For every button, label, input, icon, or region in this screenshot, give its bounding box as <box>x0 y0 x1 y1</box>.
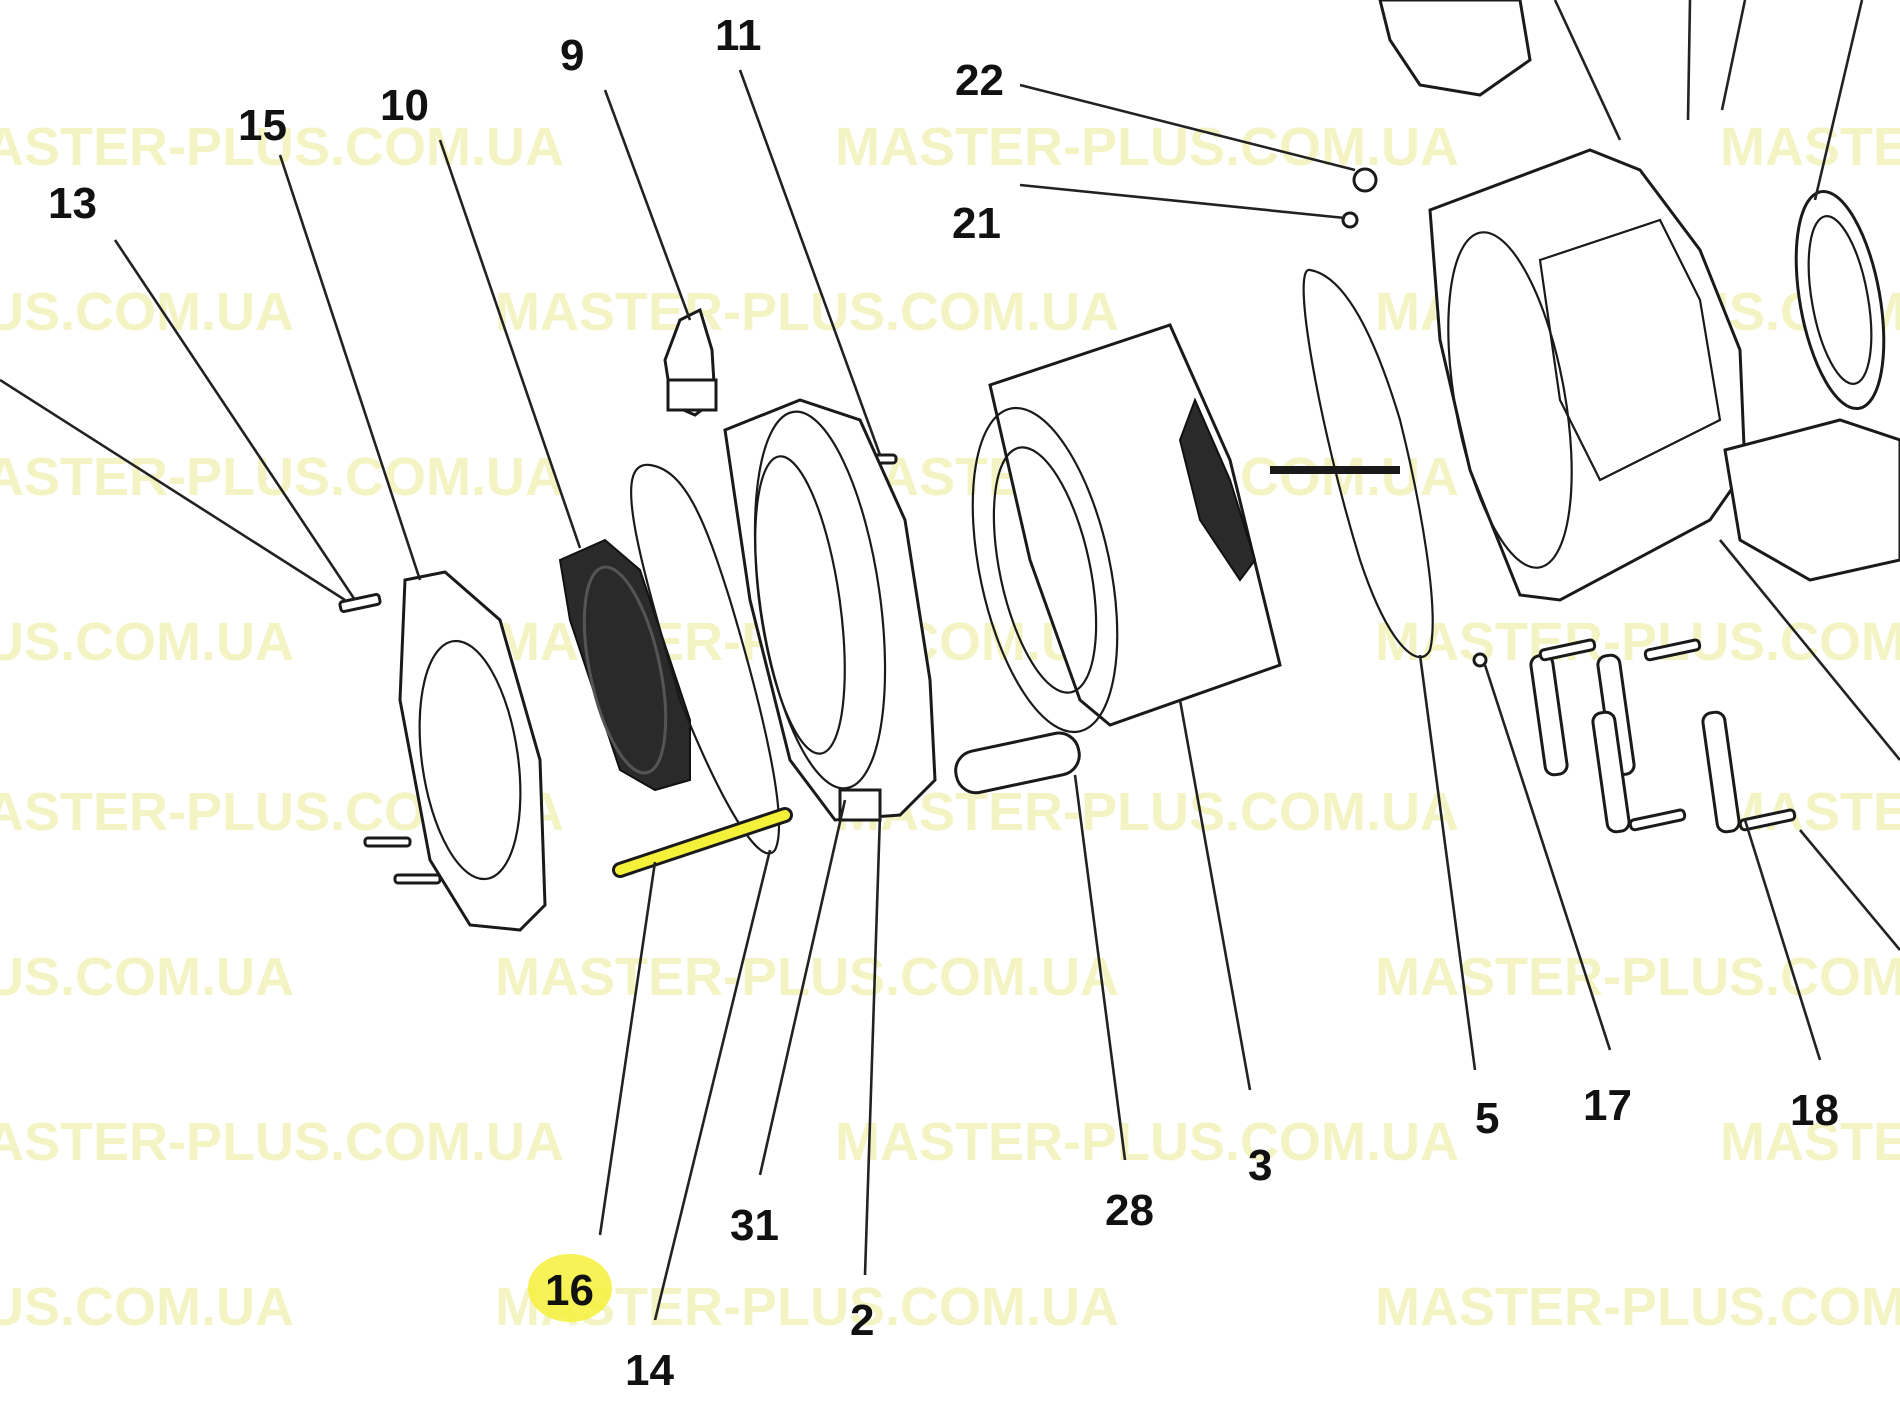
watermark: MASTER-PLUS.COM.UA <box>0 282 294 342</box>
part-17-screw <box>1472 652 1488 668</box>
part-motor <box>1723 418 1900 582</box>
watermark: MASTER-PLUS.COM.UA <box>0 117 564 177</box>
leader-lines <box>0 0 1900 1321</box>
leader-line-2 <box>863 814 882 1276</box>
leader-line-28 <box>1073 774 1127 1161</box>
watermark: MASTER-PLUS.COM.UA <box>1375 612 1900 672</box>
watermark: MASTER-PLUS.COM.UA <box>0 947 294 1007</box>
part-31-front-tub <box>723 398 937 822</box>
watermark: MASTER-PLUS.COM.UA <box>835 782 1459 842</box>
leader-line-top-c <box>1720 0 1747 111</box>
part-22-bolt <box>1352 167 1378 193</box>
watermark: MASTER-PLUS.COM.UA <box>835 1112 1459 1172</box>
part-16-highlighted-part <box>612 807 793 878</box>
leader-line-5 <box>1418 654 1477 1071</box>
leader-line-left <box>0 378 346 602</box>
leader-line-top-b <box>1686 0 1692 121</box>
callout-11: 11 <box>715 11 762 60</box>
leader-line-17 <box>1483 664 1612 1051</box>
watermark: MASTER-PLUS.COM.UA <box>1720 1112 1900 1172</box>
part-rear-tub <box>1428 148 1747 602</box>
callout-2: 2 <box>850 1296 874 1345</box>
part-pulley <box>1794 189 1886 411</box>
callout-16: 16 <box>545 1266 594 1315</box>
leader-line-15 <box>278 154 422 581</box>
callout-5: 5 <box>1475 1094 1499 1143</box>
part-21-washer <box>1341 211 1359 229</box>
watermark: MASTER-PLUS.COM.UA <box>495 947 1119 1007</box>
part-10-door-bellows <box>558 538 691 792</box>
leader-line-22 <box>1019 83 1356 172</box>
parts-drawing <box>338 0 1900 932</box>
callout-14: 14 <box>625 1346 674 1395</box>
callout-9: 9 <box>560 31 584 80</box>
callout-21: 21 <box>952 199 1001 248</box>
part-13-screw <box>338 593 382 613</box>
watermark: MASTER-PLUS.COM.UA <box>0 1277 294 1337</box>
watermark: MASTER-PLUS.COM.UA <box>0 612 294 672</box>
part-top-bracket <box>1378 0 1532 97</box>
leader-line-9 <box>603 89 692 321</box>
watermark: MASTER-PLUS.COM.UA <box>0 1112 564 1172</box>
watermark: MASTER-PLUS.COM.UA <box>835 117 1459 177</box>
callout-3: 3 <box>1248 1141 1272 1190</box>
leader-line-31 <box>758 799 847 1176</box>
part-9-valve <box>663 307 718 417</box>
watermark: MASTER-PLUS.COM.UA <box>1720 117 1900 177</box>
callout-10: 10 <box>380 81 429 130</box>
leader-line-3 <box>1178 699 1252 1091</box>
leader-line-top-a <box>1553 0 1622 141</box>
watermark: MASTER-PLUS.COM.UA <box>1375 947 1900 1007</box>
callout-labels: 9 10 11 13 15 21 22 16 14 31 2 28 3 5 17… <box>48 11 1839 1395</box>
leader-line-right-b <box>1799 829 1900 951</box>
callout-16-highlight <box>528 1254 612 1322</box>
leader-line-18 <box>1743 819 1822 1061</box>
watermark: MASTER-PLUS.COM.UA <box>495 282 1119 342</box>
leader-line-21 <box>1019 183 1346 220</box>
callout-15: 15 <box>238 101 287 150</box>
callout-17: 17 <box>1583 1081 1632 1130</box>
part-14-gasket-ring <box>630 463 781 855</box>
leader-line-14 <box>653 849 772 1321</box>
callout-28: 28 <box>1105 1186 1154 1235</box>
leader-line-10 <box>438 139 582 549</box>
leader-line-16 <box>598 861 657 1236</box>
leader-line-11 <box>738 69 882 456</box>
watermark: MASTER-PLUS.COM.UA <box>1720 782 1900 842</box>
leader-line-right-a <box>1718 539 1900 761</box>
callout-13: 13 <box>48 179 97 228</box>
part-28-lifter <box>954 731 1081 795</box>
leader-line-13 <box>113 239 357 601</box>
watermark: MASTER-PLUS.COM.UA <box>0 447 564 507</box>
part-15-front-cover <box>363 570 547 932</box>
callout-22: 22 <box>955 56 1004 105</box>
part-5-rear-gasket <box>1302 268 1434 659</box>
part-shock-absorbers <box>1529 638 1797 834</box>
leader-line-top-d <box>1813 0 1864 201</box>
callout-18: 18 <box>1790 1086 1839 1135</box>
callout-31: 31 <box>730 1201 779 1250</box>
part-3-drum <box>971 323 1400 734</box>
watermark: MASTER-PLUS.COM.UA <box>1375 1277 1900 1337</box>
